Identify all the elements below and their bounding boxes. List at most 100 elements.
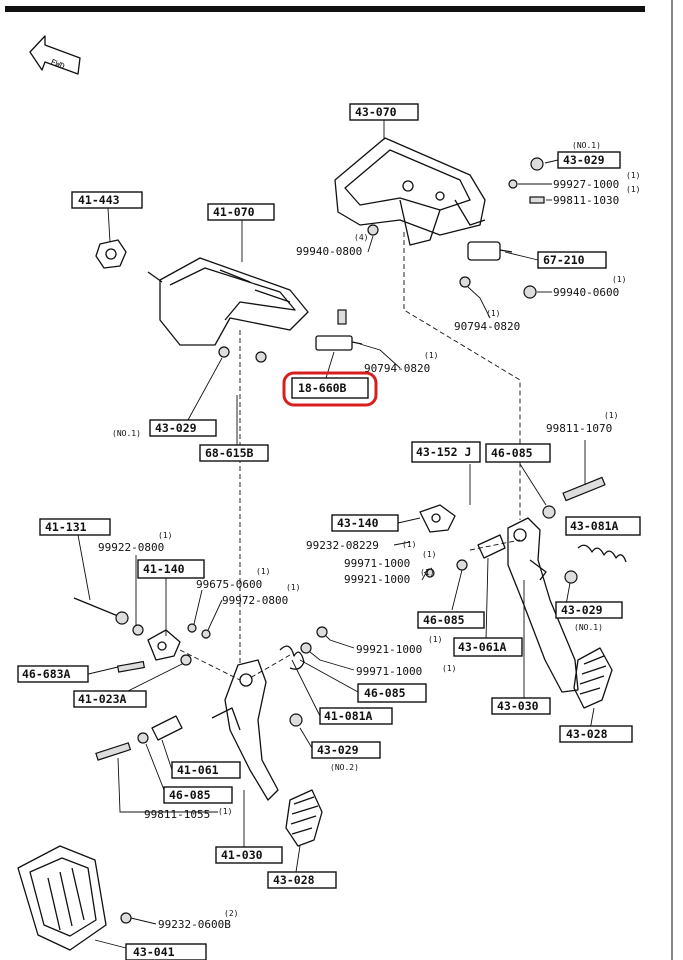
svg-text:68-615B: 68-615B: [205, 446, 254, 460]
qty-99971-left: (1): [442, 664, 456, 673]
label-99922-0800: 99922-0800: [98, 541, 164, 554]
svg-text:43-140: 43-140: [337, 516, 379, 530]
part-box-43-070[interactable]: 43-070: [349, 103, 419, 121]
label-no1-left: (NO.1): [112, 429, 141, 438]
part-box-43-152[interactable]: 43-152 J: [411, 441, 481, 463]
bracket-41-140: [147, 629, 181, 661]
part-box-68-615b[interactable]: 68-615B: [199, 444, 269, 462]
rod-41-131: [73, 597, 129, 625]
bolt-99811-1070: [562, 476, 606, 502]
gasket-41-443: [95, 239, 127, 269]
part-box-46-683a[interactable]: 46-683A: [17, 665, 89, 683]
svg-text:18-660B: 18-660B: [298, 381, 347, 395]
part-box-41-140[interactable]: 41-140: [137, 559, 205, 579]
svg-text:41-081A: 41-081A: [324, 709, 373, 723]
clutch-bushing-41-061: [151, 715, 183, 741]
nut-left-1: [218, 346, 230, 358]
qty-99232-0600b: (2): [224, 909, 238, 918]
nut-upper: [367, 157, 545, 299]
svg-text:43-029: 43-029: [563, 153, 605, 167]
svg-text:43-028: 43-028: [566, 727, 608, 741]
label-99940-0600: 99940-0600: [553, 286, 619, 299]
clutch-pedal-bracket: [147, 257, 309, 346]
label-99232-0600b: 99232-0600B: [158, 918, 231, 931]
part-box-41-131[interactable]: 41-131: [39, 518, 111, 536]
nut-99922-0800: [132, 624, 144, 636]
part-box-41-070[interactable]: 41-070: [207, 203, 275, 221]
brake-pedal-pad-43-028: [573, 647, 613, 709]
part-box-43-041[interactable]: 43-041: [125, 943, 207, 960]
label-99927-1000: 99927-1000: [553, 178, 619, 191]
part-box-43-029-right[interactable]: 43-029: [555, 601, 623, 619]
part-box-43-061a[interactable]: 43-061A: [453, 637, 523, 657]
label-99232-08229: 99232-08229: [306, 539, 379, 552]
qty-99922: (1): [158, 531, 172, 540]
label-90794-0820-mid: 90794-0820: [364, 362, 430, 375]
label-no1-top: (NO.1): [572, 141, 601, 150]
part-box-43-140[interactable]: 43-140: [331, 514, 399, 532]
washer-99971-left: [300, 642, 312, 654]
part-box-43-029-bottom[interactable]: 43-029: [311, 741, 381, 759]
qty-99921-right: (1): [420, 568, 434, 577]
part-box-43-028-right[interactable]: 43-028: [559, 725, 633, 743]
svg-text:43-029: 43-029: [561, 603, 603, 617]
qty-99811-1055: (1): [218, 807, 232, 816]
brake-bushing-43-061a: [477, 534, 506, 559]
svg-text:43-081A: 43-081A: [570, 519, 619, 533]
clutch-spring-41-081a: [279, 645, 305, 670]
part-box-41-023a[interactable]: 41-023A: [73, 690, 147, 708]
qty-99927: (1): [626, 171, 640, 180]
svg-text:46-085: 46-085: [423, 613, 465, 627]
part-box-43-029-left[interactable]: 43-029: [149, 419, 217, 437]
washer-99972-0800: [201, 629, 211, 639]
svg-text:43-152 J: 43-152 J: [416, 445, 471, 459]
brake-light-switch-67-210: [467, 241, 513, 261]
qty-99940-0600: (1): [612, 275, 626, 284]
part-box-18-660b[interactable]: 18-660B: [291, 377, 369, 399]
switch-18-660b: [315, 309, 363, 351]
bushing-46-085-mid: [137, 732, 149, 744]
part-box-43-030[interactable]: 43-030: [491, 697, 551, 715]
part-box-67-210[interactable]: 67-210: [537, 251, 607, 269]
label-no1-right: (NO.1): [574, 623, 603, 632]
nut-41-023a: [180, 654, 192, 666]
svg-text:43-029: 43-029: [317, 743, 359, 757]
nut-99232-0600b: [120, 912, 132, 924]
part-box-46-085-bottom[interactable]: 46-085: [163, 786, 233, 804]
qty-99232-08229: (1): [402, 540, 416, 549]
svg-text:43-061A: 43-061A: [458, 640, 507, 654]
svg-text:43-028: 43-028: [273, 873, 315, 887]
part-box-46-085-top[interactable]: 46-085: [485, 443, 551, 463]
return-spring-43-081a: [577, 544, 627, 563]
leader-lines: [77, 120, 595, 949]
washer-right-1: [456, 559, 468, 571]
nut-43-029-right: [564, 570, 578, 584]
part-box-46-085-mid[interactable]: 46-085: [357, 683, 427, 703]
part-box-41-443[interactable]: 41-443: [71, 191, 143, 209]
bolt-46-683a: [116, 660, 146, 673]
label-99940-0800: 99940-0800: [296, 245, 362, 258]
label-no2: (NO.2): [330, 763, 359, 772]
label-99811-1055: 99811-1055: [144, 808, 210, 821]
qty-99811-1070: (1): [604, 411, 618, 420]
qty-99971-right: (1): [422, 550, 436, 559]
svg-text:41-140: 41-140: [143, 562, 185, 576]
svg-text:41-023A: 41-023A: [78, 692, 127, 706]
part-box-43-081a[interactable]: 43-081A: [565, 516, 641, 536]
svg-text:43-070: 43-070: [355, 105, 397, 119]
highlight-ring: [282, 371, 378, 407]
part-box-43-029-top[interactable]: 43-029: [557, 151, 621, 169]
qty-99940-0800: (4): [354, 233, 368, 242]
part-box-41-030[interactable]: 41-030: [215, 846, 283, 864]
qty-99811-1030: (1): [626, 185, 640, 194]
part-box-46-085-right[interactable]: 46-085: [417, 611, 485, 629]
svg-text:46-085: 46-085: [364, 686, 406, 700]
nut-left-2: [255, 351, 267, 363]
bushing-46-085-upper: [542, 505, 556, 519]
qty-99921-left: (1): [428, 635, 442, 644]
part-box-43-028-bottom[interactable]: 43-028: [267, 871, 337, 889]
part-box-41-061[interactable]: 41-061: [171, 761, 241, 779]
part-box-41-081a[interactable]: 41-081A: [319, 707, 393, 725]
label-99675-0600: 99675-0600: [196, 578, 262, 591]
